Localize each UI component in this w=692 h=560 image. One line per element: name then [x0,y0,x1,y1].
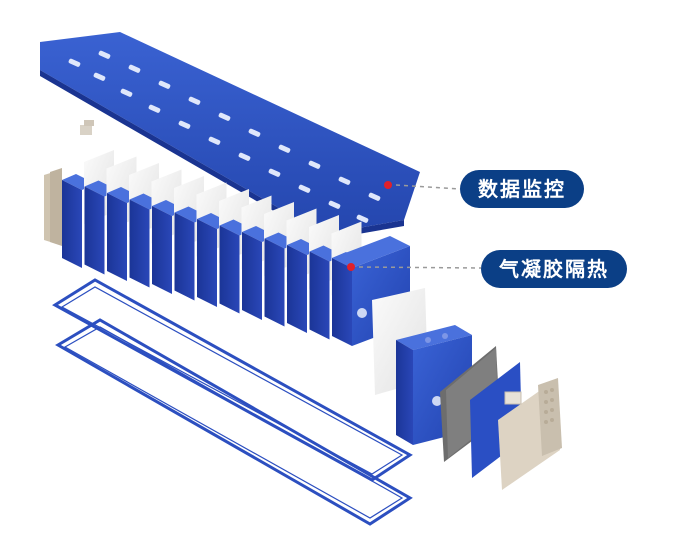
connector-block [80,120,94,135]
marker-dot [384,181,392,189]
small-connector-right [505,392,521,404]
callout-data-monitoring: 数据监控 [460,170,584,208]
seal-frame-lower [58,320,410,524]
left-end-plate [44,168,62,246]
marker-dot [347,263,355,271]
callout-aerogel-insulation: 气凝胶隔热 [481,250,627,288]
